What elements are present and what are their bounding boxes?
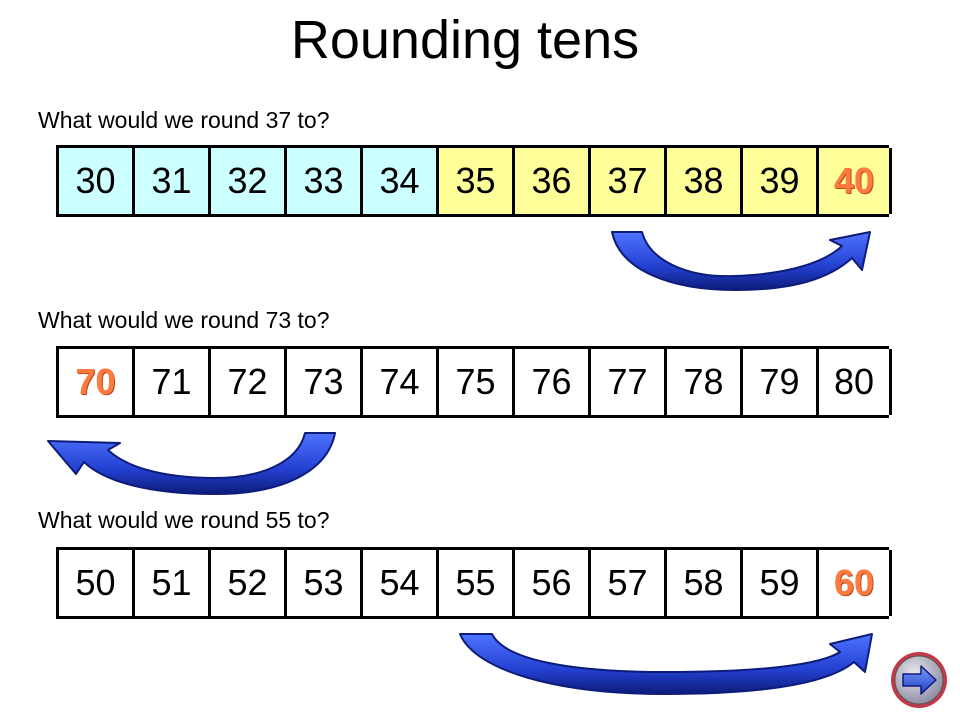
number-cell: 54 [360, 550, 436, 616]
number-cell: 75 [436, 349, 512, 415]
number-cell: 32 [208, 148, 284, 214]
number-cell: 76 [512, 349, 588, 415]
number-cell: 36 [512, 148, 588, 214]
number-cell: 55 [436, 550, 512, 616]
number-cell-answer: 70 [56, 349, 132, 415]
round-down-arrow [47, 432, 336, 495]
next-arrow-icon [902, 665, 937, 695]
number-strip-1: 30 31 32 33 34 35 36 37 38 39 40 [56, 145, 892, 217]
number-cell: 74 [360, 349, 436, 415]
next-slide-button[interactable] [889, 650, 949, 710]
round-up-arrow-2 [459, 633, 873, 695]
number-cell-answer: 60 [816, 550, 892, 616]
number-cell: 35 [436, 148, 512, 214]
number-cell: 50 [56, 550, 132, 616]
number-cell: 73 [284, 349, 360, 415]
number-cell: 37 [588, 148, 664, 214]
number-cell: 53 [284, 550, 360, 616]
number-cell: 38 [664, 148, 740, 214]
question-3: What would we round 55 to? [38, 507, 330, 533]
number-cell: 34 [360, 148, 436, 214]
number-cell: 33 [284, 148, 360, 214]
round-up-arrow-1 [611, 231, 871, 291]
number-cell-answer: 40 [816, 148, 892, 214]
number-cell: 31 [132, 148, 208, 214]
number-cell: 59 [740, 550, 816, 616]
number-cell: 51 [132, 550, 208, 616]
number-cell: 57 [588, 550, 664, 616]
number-strip-2: 70 71 72 73 74 75 76 77 78 79 80 [56, 346, 892, 418]
number-cell: 30 [56, 148, 132, 214]
number-cell: 71 [132, 349, 208, 415]
number-cell: 52 [208, 550, 284, 616]
question-1: What would we round 37 to? [38, 107, 330, 133]
slide-title: Rounding tens [290, 10, 640, 70]
number-cell: 58 [664, 550, 740, 616]
number-strip-3: 50 51 52 53 54 55 56 57 58 59 60 [56, 547, 892, 619]
number-cell: 56 [512, 550, 588, 616]
number-cell: 39 [740, 148, 816, 214]
number-cell: 72 [208, 349, 284, 415]
number-cell: 80 [816, 349, 892, 415]
number-cell: 79 [740, 349, 816, 415]
question-2: What would we round 73 to? [38, 307, 330, 333]
number-cell: 78 [664, 349, 740, 415]
number-cell: 77 [588, 349, 664, 415]
